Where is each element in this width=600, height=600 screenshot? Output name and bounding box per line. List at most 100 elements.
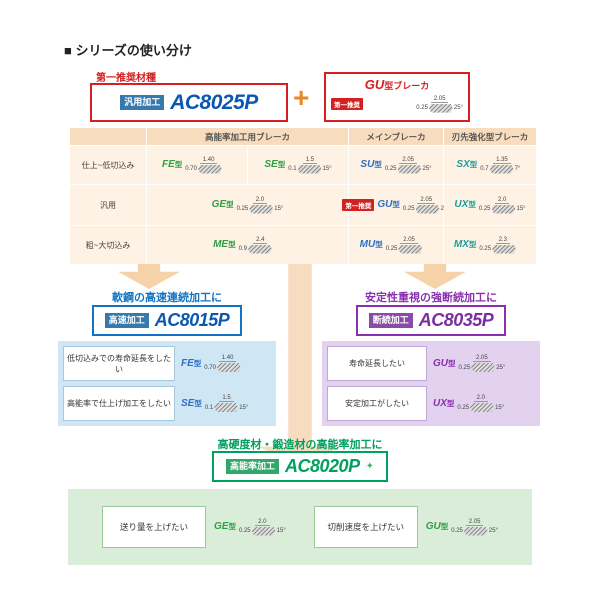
grade-box-ac8035p: 断続加工 AC8035P <box>356 305 506 336</box>
insert-shape-row: 0.9 <box>239 244 282 254</box>
dim-left-value: 0.25 <box>238 528 251 534</box>
insert-shape-row: 0.25 15° <box>478 204 526 214</box>
dim-angle-value: 25° <box>422 166 432 172</box>
dim-left-value: 0.7 <box>480 166 489 172</box>
need-label: 切削速度を上げたい <box>313 506 418 548</box>
dim-top-value: 1.40 <box>218 355 237 362</box>
dim-left-value: 0.1 <box>204 404 214 411</box>
dim-left-value: 0.25 <box>478 206 491 212</box>
dim-top-value: 1.5 <box>302 157 318 164</box>
dim-left-value: 0.1 <box>288 166 297 172</box>
gu-breaker-title: GU型ブレーカ <box>331 76 463 94</box>
breaker-type-label: GE型 <box>214 521 236 532</box>
sparkle-icon: ✦ <box>365 460 374 472</box>
dim-left-value: 0.25 <box>457 404 470 411</box>
insert-shape <box>471 363 496 372</box>
grade-name-ac8035p: AC8035P <box>418 310 494 330</box>
breaker-type-label: GU型 <box>425 521 449 532</box>
breaker-table: 高能率加工用ブレーカ メインブレーカ 刃先強化型ブレーカ 仕上~低切込み FE型… <box>70 128 536 264</box>
insert-shape <box>197 164 222 174</box>
insert-shape <box>249 204 274 214</box>
breaker-type-label: ME型 <box>213 239 236 250</box>
breaker-type-label: SE型 <box>264 159 286 170</box>
grade-name-ac8015p: AC8015P <box>154 310 230 330</box>
breaker-type-label: UX型 <box>433 397 455 409</box>
col-header-main: メインブレーカ <box>349 128 443 145</box>
gu-breaker-title-rest: 型ブレーカ <box>384 81 430 91</box>
dim-top-value: 2.05 <box>417 197 436 204</box>
insert-shape <box>489 164 514 174</box>
insert-shape-row: 0.25 <box>386 244 433 254</box>
dim-left-value: 0.25 <box>479 246 492 252</box>
need-label: 送り量を上げたい <box>102 506 206 548</box>
gu-breaker-title-main: GU <box>364 77 385 92</box>
dim-angle-value: 15° <box>516 206 526 212</box>
breaker-type-label: FE型 <box>162 159 183 170</box>
row-header-general: 汎用 <box>70 185 146 225</box>
dim-top-value: 2.3 <box>495 237 510 244</box>
insert-shape <box>397 164 422 174</box>
insert-shape-row: 0.1 15° <box>205 403 248 412</box>
insert-shape-row: 0.70 <box>185 164 232 174</box>
row-header-roughing: 粗~大切込み <box>70 226 146 264</box>
breaker-type-label: GU型 <box>433 357 456 369</box>
dim-angle-value: 15° <box>495 404 505 411</box>
first-recommend-label: 第一推奨材種 <box>96 73 156 84</box>
dim-angle-value: 15° <box>274 206 284 212</box>
dim-top-value: 2.05 <box>399 157 418 164</box>
need-label: 寿命延長したい <box>327 346 427 381</box>
need-label: 低切込みでの寿命延長をしたい <box>63 346 175 381</box>
dim-angle-value: 7° <box>514 166 521 172</box>
need-label: 高能率で仕上げ加工をしたい <box>63 386 175 421</box>
insert-shape <box>492 244 517 254</box>
first-recommend-badge-table: 第一推奨 <box>342 199 375 211</box>
grade-box-ac8015p: 高速加工 AC8015P <box>92 305 242 336</box>
dim-angle-value: 15° <box>239 404 249 411</box>
grade-name-ac8020p: AC8020P <box>285 456 360 476</box>
insert-shape <box>415 204 440 214</box>
row-header-finishing: 仕上~低切込み <box>70 146 146 184</box>
first-recommend-badge: 第一推奨 <box>331 98 363 111</box>
need-label: 安定加工がしたい <box>327 386 427 421</box>
insert-shape <box>214 403 239 412</box>
insert-shape <box>398 244 423 254</box>
breaker-type-label: GE型 <box>211 199 234 210</box>
breaker-type-label: MU型 <box>359 239 383 250</box>
insert-shape-row: 0.25 15° <box>457 403 504 412</box>
dim-top-value: 2.4 <box>253 237 268 244</box>
